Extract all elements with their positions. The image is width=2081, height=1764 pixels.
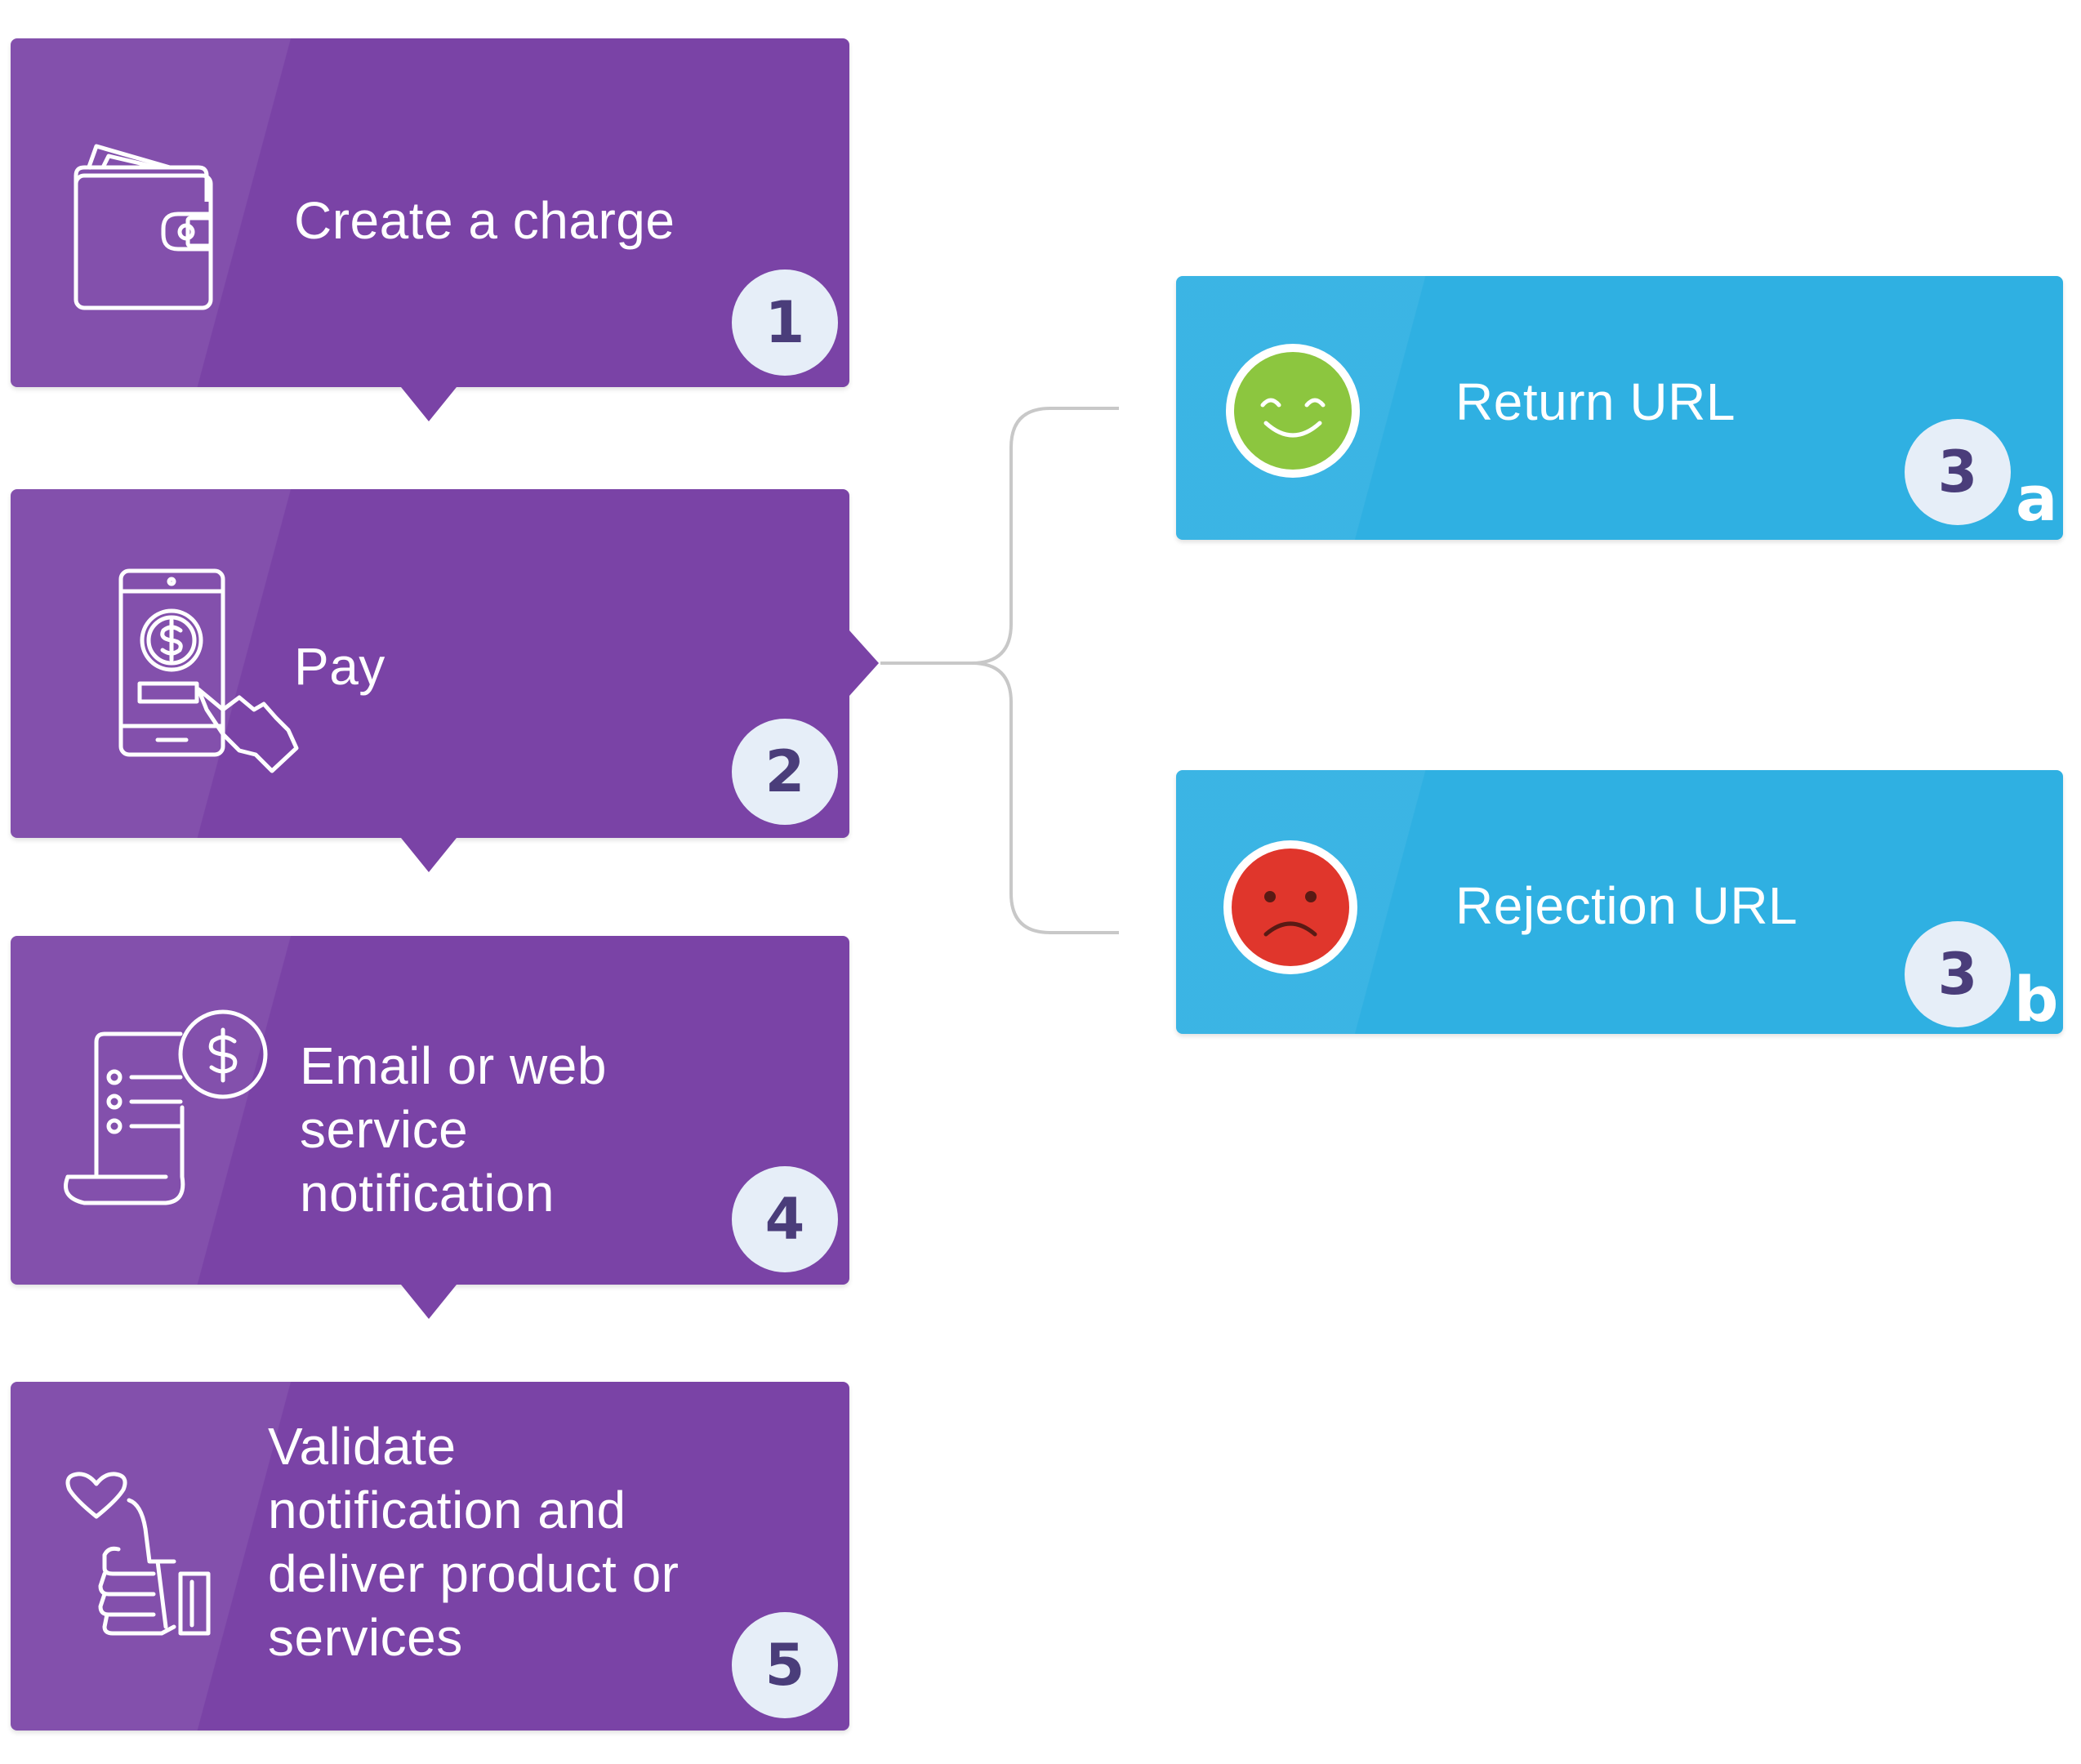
invoice-dollar-icon [64, 1009, 268, 1205]
step-number-badge: 2 [732, 719, 838, 825]
flow-arrow [401, 838, 457, 872]
step-create-charge-card: Create a charge 1 [11, 38, 849, 387]
sad-face-icon [1223, 840, 1357, 974]
step-number-badge: 4 [732, 1166, 838, 1272]
step-label: Pay [294, 637, 385, 696]
branch-arrow [849, 630, 879, 696]
mobile-payment-icon [118, 568, 299, 773]
step-label: Validate notification and deliver produc… [268, 1417, 680, 1667]
outcome-label: Rejection URL [1455, 876, 1798, 935]
outcome-number-badge: 3 [1905, 419, 2011, 525]
step-validate-card: Validate notification and deliver produc… [11, 1382, 849, 1731]
step-notification-card: Email or web service notification 4 [11, 936, 849, 1285]
outcome-return-url-card: Return URL 3 a [1176, 276, 2063, 540]
outcome-variant-letter: a [2016, 462, 2058, 535]
step-label: Email or web service notification [300, 1036, 607, 1223]
thumbs-up-heart-icon [65, 1472, 211, 1636]
wallet-icon [74, 144, 213, 310]
outcome-label: Return URL [1455, 372, 1736, 431]
outcome-variant-letter: b [2014, 963, 2059, 1034]
happy-face-icon [1226, 344, 1360, 478]
flow-arrow [401, 1285, 457, 1319]
outcome-number-badge: 3 [1905, 921, 2011, 1027]
flow-arrow [401, 387, 457, 421]
step-number-badge: 1 [732, 270, 838, 376]
step-number-badge: 5 [732, 1612, 838, 1718]
step-pay-card: Pay 2 [11, 489, 849, 838]
outcome-rejection-url-card: Rejection URL 3 b [1176, 770, 2063, 1034]
step-label: Create a charge [294, 191, 675, 250]
